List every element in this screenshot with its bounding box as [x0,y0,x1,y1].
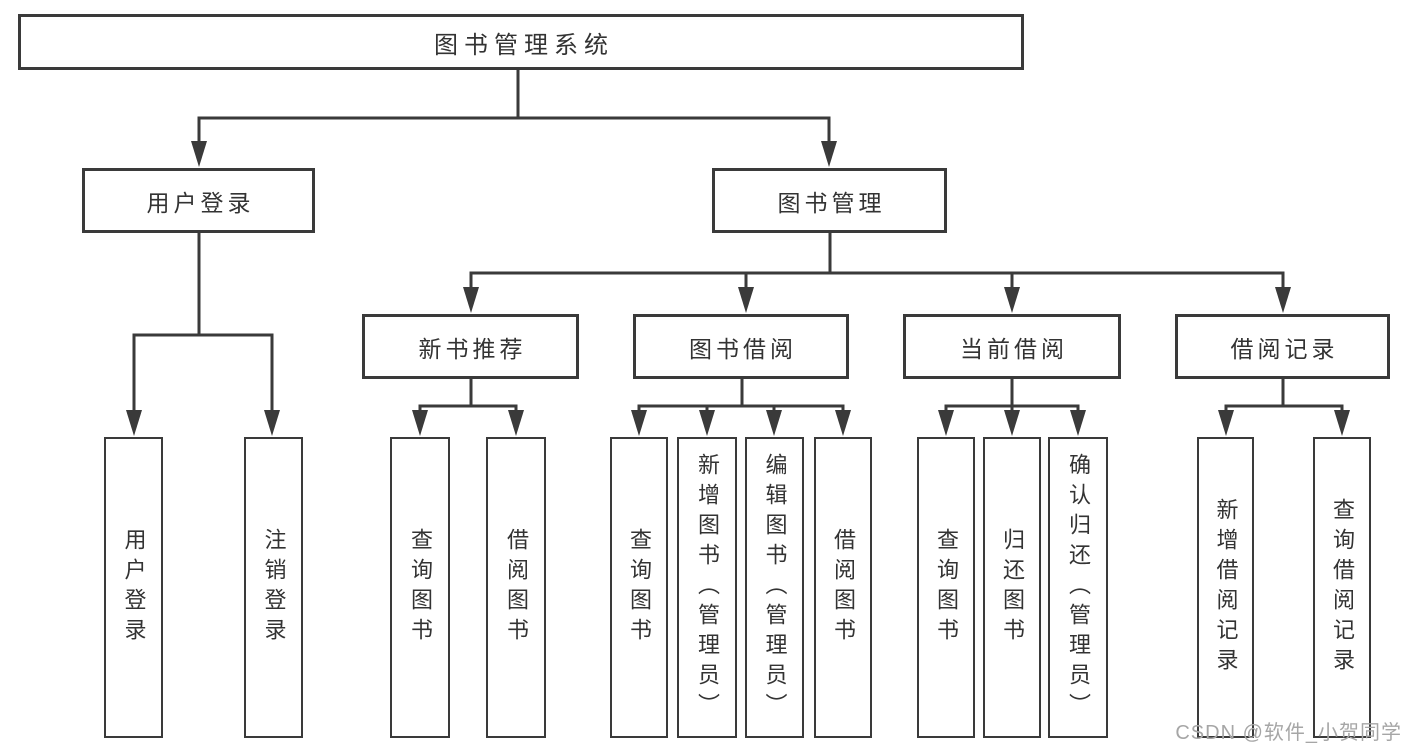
node-label: 归还图书 [1000,527,1025,648]
leaf-add-book-admin: 新增图书（管理员） [677,437,737,738]
node-label: 新增图书（管理员） [695,452,720,723]
leaf-logout: 注销登录 [244,437,303,738]
node-user-login-branch: 用户登录 [82,168,315,233]
leaf-confirm-return-admin: 确认归还（管理员） [1048,437,1108,738]
node-label: 借阅图书 [831,527,856,648]
leaf-return-book: 归还图书 [983,437,1041,738]
leaf-query-books-recommend: 查询图书 [390,437,450,738]
node-label: 图书管理 [777,189,886,216]
node-new-book-recommend: 新书推荐 [362,314,579,379]
node-label: 图书管理系统 [434,31,614,59]
node-label: 编辑图书（管理员） [762,452,788,723]
node-label: 新增借阅记录 [1213,497,1239,678]
leaf-query-borrow-record: 查询借阅记录 [1313,437,1371,738]
node-book-borrowing: 图书借阅 [633,314,849,379]
node-label: 查询借阅记录 [1330,497,1355,678]
node-label: 查询图书 [627,527,652,648]
node-label: 查询图书 [934,527,959,648]
node-label: 图书借阅 [689,335,797,362]
node-label: 用户登录 [146,189,255,216]
node-library-management-system: 图书管理系统 [18,14,1024,70]
node-current-borrowing: 当前借阅 [903,314,1121,379]
node-label: 注销登录 [261,527,287,648]
node-label: 用户登录 [121,527,147,648]
tree-edges [132,70,1344,413]
node-label: 新书推荐 [418,335,527,362]
arrowhead-icons [126,141,1350,436]
leaf-query-books-current: 查询图书 [917,437,975,738]
leaf-borrow-books-recommend: 借阅图书 [486,437,546,738]
leaf-add-borrow-record: 新增借阅记录 [1197,437,1254,738]
leaf-user-login: 用户登录 [104,437,163,738]
node-book-management-branch: 图书管理 [712,168,947,233]
leaf-edit-book-admin: 编辑图书（管理员） [745,437,804,738]
node-borrowing-records: 借阅记录 [1175,314,1390,379]
node-label: 借阅记录 [1230,335,1339,362]
node-label: 查询图书 [408,527,433,648]
node-label: 借阅图书 [504,527,529,648]
leaf-borrow-books: 借阅图书 [814,437,872,738]
csdn-watermark: CSDN @软件_小贺同学 [1175,722,1402,744]
node-label: 当前借阅 [960,335,1068,362]
leaf-query-books-borrowing: 查询图书 [610,437,668,738]
node-label: 确认归还（管理员） [1066,452,1091,723]
